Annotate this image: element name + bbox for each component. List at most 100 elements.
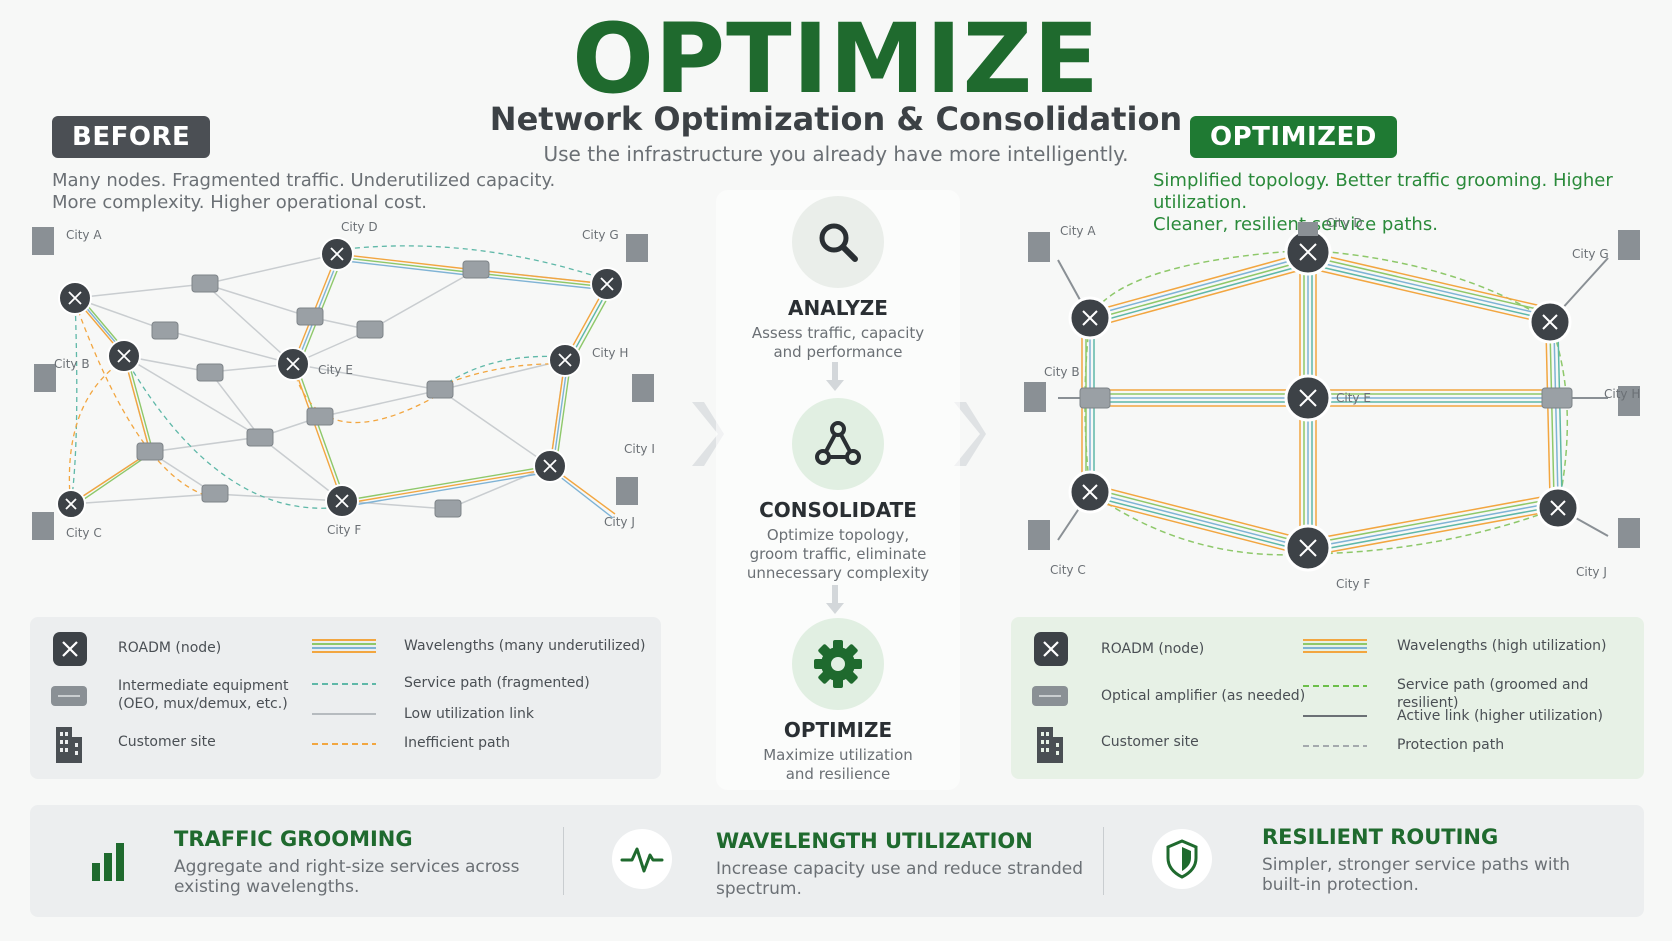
legend-before-inefficient: Inefficient path (404, 735, 510, 751)
legend-opt-protection: Protection path (1397, 737, 1505, 753)
feature-resilient-routing-desc-line1: Simpler, stronger service paths with (1262, 855, 1571, 875)
building-icon (1037, 727, 1063, 763)
step-analyze-desc: Assess traffic, capacity and performance (716, 324, 960, 362)
step-optimize-circle (792, 618, 884, 710)
optimized-amplifiers (1079, 387, 1573, 409)
opt-city-c: City C (1050, 563, 1086, 577)
bar-chart-icon (92, 843, 124, 881)
before-legend: ROADM (node) Intermediate equipment (OEO… (30, 617, 661, 779)
page-subtitle: Network Optimization & Consolidation (489, 100, 1183, 138)
step-analyze-desc-line2: and performance (773, 343, 903, 361)
before-city-i: City I (624, 442, 655, 456)
dashed-green-line-icon (1303, 685, 1367, 687)
step-optimize-desc-line2: and resilience (785, 765, 891, 783)
legend-before-roadm: ROADM (node) (118, 640, 222, 656)
step-analyze-desc-line1: Assess traffic, capacity (751, 324, 925, 342)
wavelength-lines-icon (312, 639, 376, 653)
page-title: OPTIMIZE (572, 3, 1100, 115)
pulse-icon (620, 847, 664, 873)
opt-city-f: City F (1336, 577, 1370, 591)
feature-wavelength-utilization: WAVELENGTH UTILIZATION Increase capacity… (570, 805, 1100, 917)
gray-line-icon (312, 713, 376, 715)
legend-opt-roadm: ROADM (node) (1101, 641, 1205, 657)
legend-opt-customer: Customer site (1101, 734, 1199, 750)
active-links (1057, 232, 1609, 541)
before-city-d: City D (341, 220, 378, 234)
optimized-description: Simplified topology. Better traffic groo… (1153, 170, 1672, 236)
feature-resilient-routing: RESILIENT ROUTING Simpler, stronger serv… (1110, 805, 1644, 917)
dashed-gray-line-icon (1303, 745, 1367, 747)
step-optimize-desc-line1: Maximize utilization (763, 746, 913, 764)
step-consolidate-circle (792, 398, 884, 490)
arrow-down-icon (826, 585, 844, 614)
optimized-legend: ROADM (node) Optical amplifier (as neede… (1011, 617, 1644, 779)
legend-before-customer: Customer site (118, 734, 216, 750)
pulse-icon-circle (612, 829, 672, 889)
before-city-c: City C (66, 526, 102, 540)
wavelength-lines-icon (1303, 639, 1367, 653)
gear-icon (814, 640, 862, 688)
before-badge: BEFORE (52, 116, 211, 158)
legend-before-low-util: Low utilization link (404, 706, 535, 722)
opt-city-h: City H (1604, 387, 1640, 401)
legend-opt-service-path: Service path (groomed and resilient) (1397, 677, 1589, 711)
opt-city-e: City E (1336, 391, 1371, 405)
legend-before-wavelengths: Wavelengths (many underutilized) (404, 638, 646, 654)
arrow-down-icon (826, 362, 844, 391)
feature-resilient-routing-desc-line2: built-in protection. (1262, 875, 1419, 895)
magnifier-icon (819, 223, 858, 262)
network-triangle-icon (815, 421, 861, 465)
feature-resilient-routing-desc: Simpler, stronger service paths with bui… (1262, 855, 1570, 895)
legend-opt-amplifier: Optical amplifier (as needed) (1101, 688, 1306, 704)
opt-city-d: City D (1326, 216, 1363, 230)
chevron-right-icon (692, 402, 724, 466)
feature-wavelength-utilization-desc: Increase capacity use and reduce strande… (716, 859, 1083, 899)
before-city-e: City E (318, 363, 353, 377)
intermediate-equipment-icon (51, 686, 87, 706)
feature-traffic-grooming-desc: Aggregate and right-size services across… (174, 857, 520, 897)
shield-icon (1166, 839, 1198, 879)
opt-city-g: City G (1572, 247, 1609, 261)
step-optimize: OPTIMIZE Maximize utilization and resili… (716, 618, 960, 784)
before-city-g: City G (582, 228, 619, 242)
optimized-desc-line2: Cleaner, resilient service paths. (1153, 214, 1438, 235)
roadm-node-icon (1034, 632, 1068, 666)
feature-traffic-grooming: TRAFFIC GROOMING Aggregate and right-siz… (30, 805, 560, 917)
feature-wavelength-utilization-desc-line2: spectrum. (716, 879, 802, 899)
optimized-roadm-nodes (1068, 228, 1580, 572)
step-consolidate-desc-line3: unnecessary complexity (746, 564, 930, 582)
step-consolidate-desc-line1: Optimize topology, (766, 526, 910, 544)
before-city-h: City H (592, 346, 628, 360)
step-analyze-circle (792, 196, 884, 288)
feature-wavelength-utilization-desc-line1: Increase capacity use and reduce strande… (716, 859, 1083, 879)
legend-opt-active-link: Active link (higher utilization) (1397, 708, 1604, 724)
optimized-network-diagram: City A City B City C City D City E City … (1024, 216, 1640, 591)
page-tagline: Use the infrastructure you already have … (543, 142, 1129, 166)
before-desc-line1: Many nodes. Fragmented traffic. Underuti… (52, 170, 556, 191)
benefits-panel: TRAFFIC GROOMING Aggregate and right-siz… (30, 805, 1644, 917)
opt-city-a: City A (1060, 224, 1096, 238)
step-analyze: ANALYZE Assess traffic, capacity and per… (716, 196, 960, 362)
legend-before-intermediate: Intermediate equipment (OEO, mux/demux, … (118, 677, 289, 713)
optimized-wavelength-bundles (1081, 251, 1563, 557)
before-links (68, 245, 616, 519)
before-description: Many nodes. Fragmented traffic. Underuti… (52, 170, 555, 214)
legend-before-intermediate-line1: Intermediate equipment (118, 678, 289, 694)
legend-before-intermediate-line2: (OEO, mux/demux, etc.) (118, 696, 288, 712)
feature-traffic-grooming-title: TRAFFIC GROOMING (174, 827, 413, 851)
dark-line-icon (1303, 715, 1367, 717)
chevron-right-icon (954, 402, 986, 466)
inefficient-paths (68, 301, 566, 509)
before-network-diagram: City A City B City C City D City E City … (32, 220, 655, 540)
building-icon (56, 727, 82, 763)
feature-traffic-grooming-desc-line1: Aggregate and right-size services across (174, 857, 520, 877)
before-intermediate-equipment (136, 260, 490, 518)
optimized-desc-line1: Simplified topology. Better traffic groo… (1153, 170, 1613, 213)
opt-city-j: City J (1576, 565, 1607, 579)
step-analyze-title: ANALYZE (788, 296, 888, 320)
opt-city-b: City B (1044, 365, 1080, 379)
before-city-a: City A (66, 228, 102, 242)
step-consolidate-title: CONSOLIDATE (759, 498, 917, 522)
before-city-b: City B (54, 357, 90, 371)
optimized-customer-sites (1024, 222, 1640, 550)
